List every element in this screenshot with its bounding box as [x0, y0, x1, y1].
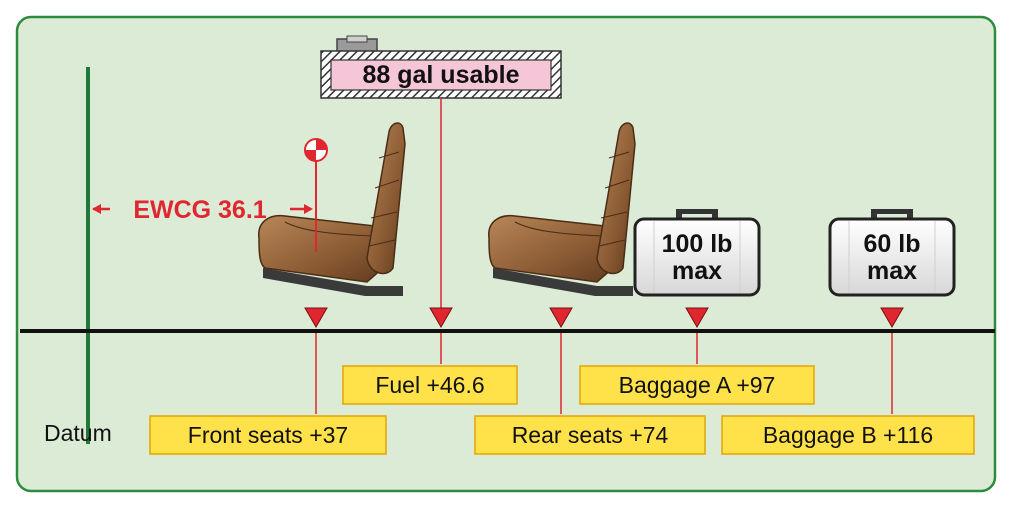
station-marker [549, 307, 573, 328]
baggage-b-case: 60 lb max [828, 207, 956, 297]
station-label: Fuel +46.6 [375, 372, 484, 398]
station-marker [429, 307, 453, 328]
station-rear-seats: Rear seats +74 [474, 307, 706, 455]
baggage-a-limit: 100 lb [662, 230, 733, 258]
ewcg-label: EWCG 36.1 [133, 196, 266, 224]
station-label: Baggage A +97 [619, 372, 776, 398]
baggage-b-limit: 60 lb [864, 230, 921, 258]
station-front-seats: Front seats +37 [149, 307, 387, 455]
fuel-capacity-label: 88 gal usable [362, 61, 519, 89]
station-marker [880, 307, 904, 328]
station-baggage-a: Baggage A +97 [579, 307, 815, 405]
station-baggage-b: Baggage B +116 [721, 307, 975, 455]
baggage-b-limit-max: max [867, 257, 917, 285]
datum-label: Datum [44, 420, 112, 446]
cg-symbol-icon [304, 138, 328, 162]
station-marker [685, 307, 709, 328]
station-label: Baggage B +116 [763, 422, 933, 448]
baggage-a-limit-max: max [672, 257, 722, 285]
station-label: Front seats +37 [188, 422, 348, 448]
station-fuel: Fuel +46.6 [342, 98, 518, 405]
ewcg-indicator: EWCG 36.1 [92, 138, 328, 252]
baggage-a-case: 100 lb max [633, 207, 761, 297]
station-label: Rear seats +74 [512, 422, 669, 448]
station-marker [304, 307, 328, 328]
